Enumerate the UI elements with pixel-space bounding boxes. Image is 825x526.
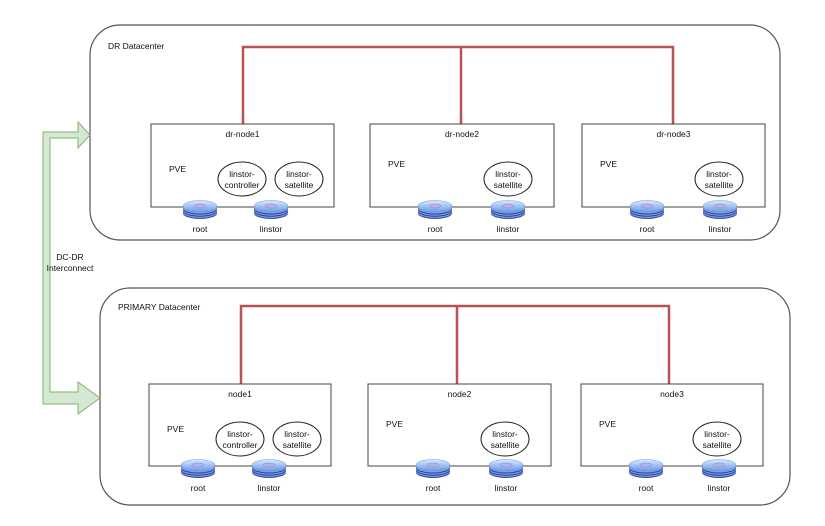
interconnect-label-1: DC-DR	[56, 252, 83, 262]
disk-label: linstor	[709, 224, 732, 234]
datacenter-title: PRIMARY Datacenter	[118, 302, 201, 312]
service-ellipse[interactable]	[480, 421, 530, 457]
disk-label: root	[193, 224, 208, 234]
service-ellipse[interactable]	[694, 161, 744, 197]
service-ellipse[interactable]	[215, 421, 265, 457]
disk-icon	[702, 200, 738, 219]
service-label-line2: satellite	[285, 180, 314, 190]
service-ellipse[interactable]	[274, 161, 324, 197]
disk-label: root	[191, 483, 206, 493]
disk-label: root	[640, 224, 655, 234]
service-linstor-satellite[interactable]: linstor-satellite	[274, 161, 324, 197]
service-label-line1: linstor-	[227, 429, 253, 439]
node-os-label: PVE	[167, 424, 184, 434]
node-name: node3	[660, 389, 684, 399]
datacenter-title: DR Datacenter	[108, 41, 164, 51]
disk-label: root	[639, 483, 654, 493]
service-ellipse[interactable]	[692, 421, 742, 457]
disk-icon	[180, 459, 216, 478]
disk-label: root	[426, 483, 441, 493]
disk-icon	[488, 459, 524, 478]
cluster-links	[239, 304, 671, 384]
service-label-line1: linstor-	[284, 429, 310, 439]
interconnect-label-2: Interconnect	[47, 263, 94, 273]
disk-icon	[490, 200, 526, 219]
service-label-line2: satellite	[491, 440, 520, 450]
service-label-line1: linstor-	[706, 169, 732, 179]
disk-label: linstor	[497, 224, 520, 234]
service-linstor-controller[interactable]: linstor-controller	[217, 161, 267, 197]
service-linstor-satellite[interactable]: linstor-satellite	[483, 161, 533, 197]
node-name: dr-node3	[656, 129, 690, 139]
cluster-bus	[239, 304, 671, 384]
service-label-line2: satellite	[494, 180, 523, 190]
node-os-label: PVE	[600, 159, 617, 169]
disk-icon	[628, 459, 664, 478]
service-ellipse[interactable]	[217, 161, 267, 197]
service-label-line1: linstor-	[286, 169, 312, 179]
disk-icon	[182, 200, 218, 219]
service-linstor-satellite[interactable]: linstor-satellite	[692, 421, 742, 457]
service-label-line2: controller	[223, 440, 258, 450]
service-linstor-controller[interactable]: linstor-controller	[215, 421, 265, 457]
disk-label: linstor	[260, 224, 283, 234]
interconnect-arrow: DC-DR Interconnect	[42, 120, 101, 415]
disk-label: linstor	[495, 483, 518, 493]
service-label-line1: linstor-	[492, 429, 518, 439]
disk-icon	[253, 200, 289, 219]
service-ellipse[interactable]	[483, 161, 533, 197]
disk-icon	[251, 459, 287, 478]
node-os-label: PVE	[386, 419, 403, 429]
node-os-label: PVE	[388, 159, 405, 169]
service-label-line1: linstor-	[229, 169, 255, 179]
service-label-line2: satellite	[703, 440, 732, 450]
disk-icon	[701, 459, 737, 478]
node-name: node1	[228, 389, 252, 399]
service-label-line2: satellite	[283, 440, 312, 450]
cluster-links	[241, 45, 675, 124]
service-ellipse[interactable]	[272, 421, 322, 457]
service-linstor-satellite[interactable]: linstor-satellite	[480, 421, 530, 457]
cluster-bus	[241, 45, 675, 124]
disk-icon	[629, 200, 665, 219]
service-label-line2: controller	[225, 180, 260, 190]
service-linstor-satellite[interactable]: linstor-satellite	[272, 421, 322, 457]
disk-label: linstor	[258, 483, 281, 493]
disk-icon	[417, 200, 453, 219]
service-linstor-satellite[interactable]: linstor-satellite	[694, 161, 744, 197]
service-label-line1: linstor-	[704, 429, 730, 439]
node-name: dr-node2	[445, 129, 479, 139]
node-name: node2	[448, 389, 472, 399]
disk-icon	[415, 459, 451, 478]
service-label-line2: satellite	[705, 180, 734, 190]
disk-label: linstor	[708, 483, 731, 493]
node-os-label: PVE	[169, 164, 186, 174]
disk-label: root	[428, 224, 443, 234]
service-label-line1: linstor-	[495, 169, 521, 179]
node-name: dr-node1	[225, 129, 259, 139]
node-os-label: PVE	[599, 419, 616, 429]
interconnect-arrow-shape	[42, 120, 101, 415]
